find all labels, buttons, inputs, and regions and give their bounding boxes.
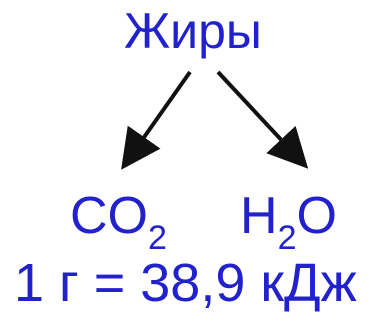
arrow-to-h2o	[216, 70, 309, 169]
co2-subscript: 2	[148, 219, 167, 257]
product-co2: CO2	[70, 187, 167, 255]
co2-main: CO	[70, 187, 148, 245]
h2o-subscript: 2	[277, 219, 297, 257]
h2o-tail: O	[296, 187, 337, 245]
product-h2o: H2O	[240, 187, 337, 255]
title-fats: Жиры	[124, 3, 262, 59]
h2o-main: H	[240, 187, 278, 245]
arrow-to-co2	[121, 70, 192, 170]
energy-statement: 1 г = 38,9 кДж	[14, 253, 357, 313]
